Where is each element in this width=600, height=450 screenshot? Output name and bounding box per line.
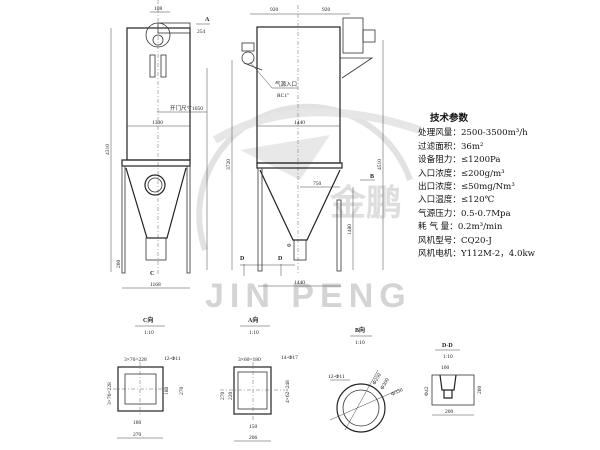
dim-fan: 108	[154, 6, 163, 12]
detail-c-scale: 1:10	[144, 330, 154, 336]
arrow-a-label: A	[205, 17, 210, 23]
detail-dd-top: 100	[441, 365, 450, 371]
detail-c-outer-h: 270	[179, 387, 185, 396]
detail-c-holes: 12-Φ11	[164, 356, 181, 362]
spec-row: 风机电机：Y112M-2，4.0kw	[418, 249, 536, 260]
dim-width-legs: 1168	[150, 282, 161, 288]
detail-b-d2: Φ300	[380, 377, 391, 391]
detail-a-title: A向	[248, 316, 258, 324]
door-size: 开门尺寸1050	[170, 104, 203, 112]
section-d-right: D	[278, 256, 283, 262]
detail-b-d1: Φ250	[372, 372, 383, 386]
dim-base: 200	[116, 260, 122, 269]
dim-height-left: 3720	[226, 159, 232, 170]
spec-row: 过滤面积：36m²	[418, 141, 484, 152]
arrow-c-label: C	[150, 271, 154, 277]
spec-row: 气源压力：0.5-0.7Mpa	[418, 208, 511, 219]
spec-row: 设备阻力：≤1200Pa	[418, 155, 501, 166]
air-inlet-thread: RC1"	[277, 93, 289, 99]
specs-title: 技术参数	[430, 113, 469, 124]
detail-b-view: B向 1:10 12-Φ11 Φ250 Φ300 Φ330	[328, 326, 404, 433]
detail-c-top: 3×76=228	[124, 357, 147, 363]
arrow-b-label: B	[370, 174, 374, 180]
detail-dd-bottom: 200	[445, 409, 454, 415]
detail-c-outer-w: 270	[133, 432, 142, 438]
detail-dd-right: 200	[477, 386, 483, 395]
detail-a-inner-h: 220	[228, 392, 234, 401]
section-d-left: D	[240, 256, 245, 262]
detail-a-scale: 1:10	[249, 330, 259, 336]
detail-dd-scale: 1:10	[443, 354, 453, 360]
detail-b-holes: 12-Φ11	[328, 374, 345, 380]
air-inlet-label: 气源入口	[275, 80, 297, 88]
detail-dd-left: Φ42	[424, 386, 430, 396]
outlet-dim: Φ	[287, 243, 291, 249]
detail-c-left: 3×76=228	[107, 382, 113, 405]
detail-a-right: 4×62=248	[285, 380, 291, 403]
detail-a-outer-w: 206	[249, 435, 258, 441]
dim-width-legs: 1440	[294, 280, 305, 286]
watermark-logo: 金鹏	[329, 182, 402, 224]
dim-750: 750	[313, 181, 322, 187]
dim-height-1480: 1480	[347, 224, 353, 235]
dim-width-body: 1300	[152, 120, 163, 126]
detail-dd-section: D-D 1:10 100 Φ42 200 200	[424, 343, 483, 416]
detail-b-scale: 1:10	[355, 340, 365, 346]
dim-920-right: 920	[322, 7, 331, 13]
dim-920-left: 920	[270, 7, 279, 13]
spec-row: 入口温度：≤120℃	[418, 195, 495, 206]
dim-width-body: 1440	[294, 120, 305, 126]
detail-a-top: 3×60=180	[238, 357, 261, 363]
dim-height-total: 4310	[105, 144, 111, 155]
spec-row: 入口浓度：≤200g/m³	[418, 168, 505, 179]
detail-c-inner-w: 180	[133, 420, 142, 426]
detail-dd-title: D-D	[442, 343, 453, 349]
detail-a-view: A向 1:10 3×60=180 14-Φ17 270 220 4×62=248…	[220, 316, 298, 442]
detail-a-outer-h: 270	[220, 392, 226, 401]
detail-a-inner-w: 150	[249, 424, 258, 430]
detail-c-view: C向 1:10 3×76=228 12-Φ11 3×76=228 180 270…	[107, 316, 185, 439]
watermark-text: JIN PENG	[205, 277, 412, 315]
spec-row: 耗 气 量：0.2m³/min	[418, 222, 503, 233]
front-view: 920 920 气源入口 RC1" 1440 3720 750 B 1480 4…	[226, 5, 384, 287]
dim-side: 254	[197, 29, 206, 35]
detail-b-title: B向	[355, 326, 365, 334]
dim-height-total: 4510	[377, 159, 383, 170]
watermark: JIN PENG 金鹏	[196, 103, 422, 315]
detail-b-d3: Φ330	[390, 387, 404, 398]
left-side-view: 108 254 A 开门尺寸1050 1300 4310 200 C 1168	[105, 0, 210, 289]
detail-a-holes: 14-Φ17	[281, 355, 298, 361]
spec-row: 风机型号：CQ20-J	[418, 235, 492, 246]
detail-c-title: C向	[143, 316, 153, 324]
technical-parameters: 技术参数 处理风量：2500-3500m³/h 过滤面积：36m² 设备阻力：≤…	[418, 112, 535, 261]
spec-row: 出口浓度：≤50mg/Nm³	[418, 182, 515, 193]
detail-c-inner-h: 180	[164, 387, 170, 396]
spec-row: 处理风量：2500-3500m³/h	[418, 128, 528, 139]
